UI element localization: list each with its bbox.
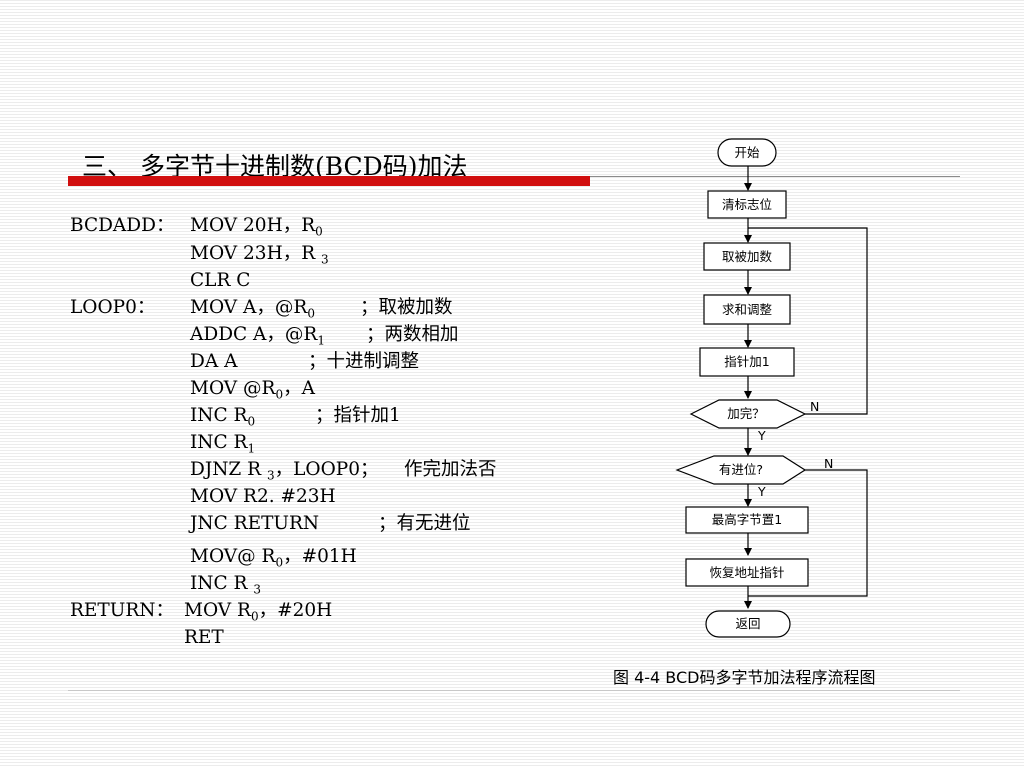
code-comment: ；两数相加 [366, 324, 459, 345]
flow-decision-carry: 有进位? [675, 455, 807, 485]
code-comment: 作完加法否 [404, 459, 497, 480]
code-instr: MOV R0，#20H [184, 600, 333, 624]
svg-text:有进位?: 有进位? [719, 462, 763, 477]
figure-caption: 图 4-4 BCD码多字节加法程序流程图 [613, 668, 876, 687]
code-instr: MOV A，@R0 [190, 297, 315, 321]
code-label-bcdadd: BCDADD： [70, 215, 175, 236]
flow-decision-done: 加完？ [689, 399, 807, 429]
code-comment: ；取被加数 [360, 297, 453, 318]
flow-node-sum-adjust: 求和调整 [703, 294, 791, 325]
svg-text:开始: 开始 [734, 145, 760, 160]
svg-text:返回: 返回 [735, 616, 760, 631]
svg-text:恢复地址指针: 恢复地址指针 [709, 565, 784, 580]
label-yes-done: Y [757, 428, 766, 443]
code-label-loop0: LOOP0： [70, 297, 156, 318]
label-no-carry: N [824, 456, 833, 471]
label-yes-carry: Y [757, 484, 766, 499]
flow-node-start: 开始 [717, 138, 777, 167]
svg-text:最高字节置1: 最高字节置1 [712, 512, 782, 527]
flow-node-set-high-byte: 最高字节置1 [685, 506, 809, 534]
code-label-return: RETURN： [70, 600, 174, 621]
code-instr: RET [184, 627, 224, 648]
code-comment: ；十进制调整 [308, 351, 420, 372]
flow-node-fetch-addend: 取被加数 [703, 242, 791, 271]
code-instr: DJNZ R 3，LOOP0； [190, 459, 379, 483]
flow-node-pointer-inc: 指针加1 [699, 347, 795, 377]
code-instr: INC R0 [190, 405, 256, 429]
label-no-done: N [810, 399, 819, 414]
svg-text:取被加数: 取被加数 [722, 249, 773, 264]
title-rule-line [590, 176, 960, 177]
code-instr: MOV R2. #23H [190, 486, 336, 507]
svg-text:清标志位: 清标志位 [722, 197, 772, 212]
code-instr: CLR C [190, 270, 251, 291]
code-comment: ；有无进位 [378, 513, 471, 534]
svg-text:指针加1: 指针加1 [724, 354, 769, 369]
svg-text:求和调整: 求和调整 [722, 302, 773, 317]
code-instr: INC R 3 [190, 573, 261, 597]
flow-node-return: 返回 [705, 610, 791, 638]
code-instr: MOV@ R0，#01H [190, 546, 357, 570]
code-instr: ADDC A，@R1 [190, 324, 325, 348]
flow-node-restore-pointer: 恢复地址指针 [685, 558, 809, 587]
code-comment: ；指针加1 [315, 405, 401, 426]
code-instr: MOV @R0，A [190, 378, 315, 402]
flow-node-clear-flag: 清标志位 [707, 190, 787, 219]
code-instr: INC R1 [190, 432, 256, 456]
code-instr: JNC RETURN [190, 513, 320, 534]
program-flowchart: 开始 清标志位 取被加数 求和调整 指针加1 加完？ 有进位? 最高字节置1 恢… [675, 138, 868, 638]
footer-rule-line [68, 690, 960, 691]
code-instr: MOV 23H，R 3 [190, 243, 329, 267]
code-instr: DA A [190, 351, 238, 372]
title-underline-bar [68, 176, 590, 186]
svg-text:加完？: 加完？ [727, 406, 765, 421]
code-instr: MOV 20H，R0 [190, 215, 323, 239]
